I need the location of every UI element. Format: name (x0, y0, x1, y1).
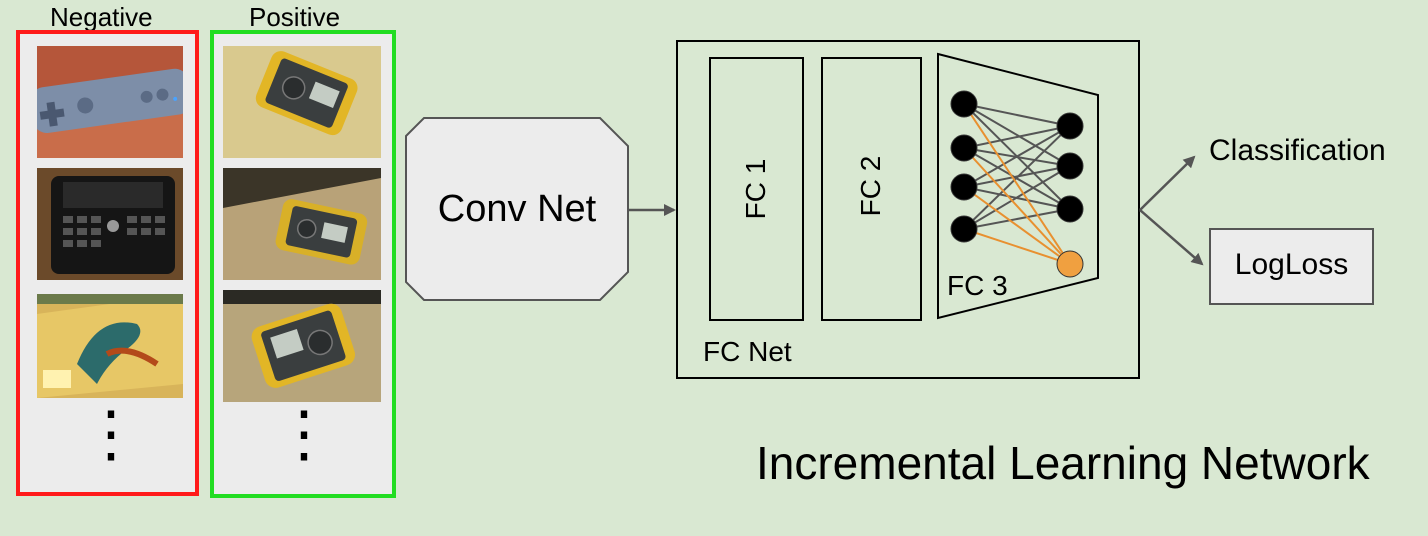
input-node (950, 134, 978, 162)
classification-label: Classification (1209, 134, 1386, 167)
to-logloss-arrow (1139, 209, 1204, 266)
network-edge (963, 186, 1071, 210)
negative-column: ⋮ (16, 30, 199, 496)
network-edge (963, 208, 1071, 230)
network-edge (963, 125, 1071, 149)
diagram-title: Incremental Learning Network (756, 437, 1370, 489)
input-node (950, 90, 978, 118)
positive-column: ⋮ (210, 30, 396, 498)
network-edge-highlight (963, 103, 1071, 265)
positive-image-2 (223, 168, 381, 280)
network-edge (963, 147, 1071, 210)
output-node (1056, 195, 1084, 223)
network-edge (963, 165, 1071, 188)
new-class-node (1056, 250, 1084, 278)
negative-image-3 (37, 294, 183, 398)
input-node (950, 173, 978, 201)
output-node (1056, 152, 1084, 180)
fc2-label: FC 2 (855, 155, 886, 217)
fc1-label: FC 1 (740, 158, 771, 220)
fc3-label: FC 3 (947, 270, 1008, 301)
positive-label: Positive (249, 2, 341, 32)
network-edge (963, 103, 1071, 210)
negative-image-1 (37, 46, 183, 158)
positive-ellipsis: ⋮ (273, 400, 335, 469)
network-edge-highlight (963, 186, 1071, 265)
logloss-label: LogLoss (1234, 248, 1349, 281)
to-classification-arrow (1139, 155, 1196, 211)
network-edge (963, 103, 1071, 167)
conv-net-label: Conv Net (437, 188, 597, 230)
network-edge (963, 165, 1071, 230)
output-node (1056, 112, 1084, 140)
fc-net-label: FC Net (703, 336, 792, 367)
negative-image-2 (37, 168, 183, 280)
network-edge (963, 103, 1071, 127)
network-edge (963, 125, 1071, 230)
fc3-edges (963, 103, 1071, 265)
network-edge-highlight (963, 228, 1071, 265)
negative-label: Negative (50, 2, 153, 32)
positive-image-1 (223, 46, 381, 158)
fc3-nodes (950, 90, 1084, 278)
input-node (950, 215, 978, 243)
positive-image-3 (223, 290, 381, 402)
network-edge-highlight (963, 147, 1071, 265)
network-edge (963, 125, 1071, 188)
network-edge (963, 147, 1071, 167)
negative-ellipsis: ⋮ (80, 400, 142, 469)
